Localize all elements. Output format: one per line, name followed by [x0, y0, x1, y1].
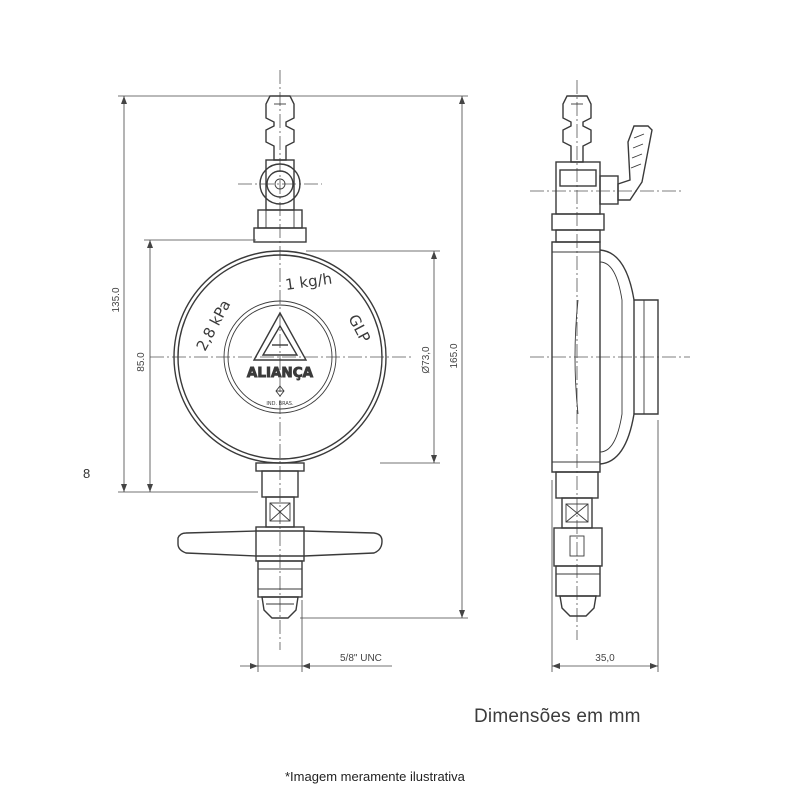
dimension-thread: 5/8" UNC [240, 600, 392, 672]
flow-label: 1 kg/h [284, 270, 333, 294]
dim-thread-label: 5/8" UNC [340, 653, 382, 664]
dim-135-label: 135.0 [111, 287, 122, 312]
dim-85-label: 85.0 [136, 352, 147, 372]
side-body-profile [551, 241, 659, 473]
outlet-stem [255, 462, 305, 528]
dim-35-label: 35,0 [595, 653, 615, 664]
dim-165-label: 165.0 [449, 343, 460, 368]
dimension-body-height: 135.0 [111, 95, 272, 493]
inmetro-diamond-icon [275, 385, 285, 397]
inlet-nut [253, 209, 307, 243]
threaded-connector [257, 560, 303, 619]
side-valve-block [551, 161, 619, 243]
side-valve-lever [617, 125, 653, 201]
illustrative-note: *Imagem meramente ilustrativa [285, 769, 465, 784]
inmetro-label: IND. BRAS. [266, 401, 294, 407]
side-view: 35,0 [530, 80, 690, 672]
units-caption: Dimensões em mm [474, 706, 641, 727]
dimension-depth: 35,0 [551, 420, 659, 672]
gas-label: GLP [344, 311, 374, 345]
dimension-face-diameter: Ø73,0 [306, 250, 440, 464]
stray-mark: 8 [83, 466, 91, 481]
face-markings: 2,8 kPa 1 kg/h GLP ALIANÇA IND. BRAS. [193, 270, 374, 407]
pressure-label: 2,8 kPa [193, 297, 235, 354]
dimension-overall-height: 165.0 [290, 95, 468, 619]
side-outlet-stem [553, 471, 603, 617]
brand-label: ALIANÇA [247, 365, 314, 381]
front-view: 2,8 kPa 1 kg/h GLP ALIANÇA IND. BRAS. [111, 70, 468, 672]
dim-73-label: Ø73,0 [421, 346, 432, 374]
brand-triangle-icon [252, 311, 308, 361]
dimension-face-height: 85.0 [136, 239, 256, 492]
